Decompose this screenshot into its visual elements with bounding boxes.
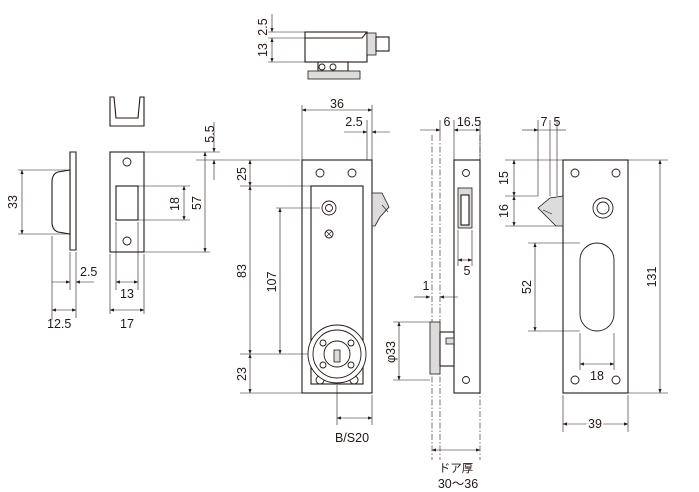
dim-front-23: 23 xyxy=(235,367,249,381)
dim-strike-18: 18 xyxy=(168,197,182,211)
strike-front: 18 57 5.5 13 17 xyxy=(109,122,300,331)
dim-pull-18: 18 xyxy=(590,369,604,383)
dim-front-2-5: 2.5 xyxy=(345,115,362,129)
dim-pull-52: 52 xyxy=(520,280,534,294)
dim-pull-15: 15 xyxy=(497,171,511,185)
dim-side-6: 6 xyxy=(444,115,451,129)
side-view: 6 16.5 1 φ33 5 ドア厚 30〜36 xyxy=(384,115,481,491)
dim-side-phi33: φ33 xyxy=(384,341,398,363)
pull-plate-view: 7 5 15 16 52 131 18 39 xyxy=(497,115,668,433)
dim-front-backset: B/S20 xyxy=(335,431,369,445)
strike-top-piece xyxy=(109,96,145,127)
dim-front-83: 83 xyxy=(235,264,249,278)
dim-strike-2-5: 2.5 xyxy=(80,265,97,279)
door-thickness-range: 30〜36 xyxy=(438,477,478,491)
dim-strike-17: 17 xyxy=(120,317,134,331)
dim-front-25: 25 xyxy=(235,167,249,181)
dim-strike-57: 57 xyxy=(190,196,204,210)
door-thickness-label: ドア厚 xyxy=(439,461,474,475)
dim-strike-13: 13 xyxy=(120,287,134,301)
dim-side-5: 5 xyxy=(464,264,471,278)
strike-section: 33 2.5 12.5 xyxy=(6,151,97,331)
dim-pull-39: 39 xyxy=(588,417,602,431)
dim-pull-5: 5 xyxy=(554,115,561,129)
dim-front-107: 107 xyxy=(265,272,279,293)
dim-strike-12-5: 12.5 xyxy=(47,317,71,331)
dim-front-36: 36 xyxy=(330,97,344,111)
dim-strike-5-5: 5.5 xyxy=(203,125,217,142)
dim-pull-16: 16 xyxy=(497,204,511,218)
dim-strike-33: 33 xyxy=(6,195,20,209)
dim-pull-131: 131 xyxy=(645,267,659,288)
dim-top-2-5: 2.5 xyxy=(256,18,270,35)
dim-top-13: 13 xyxy=(256,43,270,57)
top-view: 2.5 13 xyxy=(256,14,390,80)
dim-side-16-5: 16.5 xyxy=(457,115,481,129)
front-view: 36 2.5 25 83 23 107 B/S20 xyxy=(235,97,390,445)
dim-pull-7: 7 xyxy=(541,115,548,129)
dim-side-1: 1 xyxy=(423,279,430,293)
